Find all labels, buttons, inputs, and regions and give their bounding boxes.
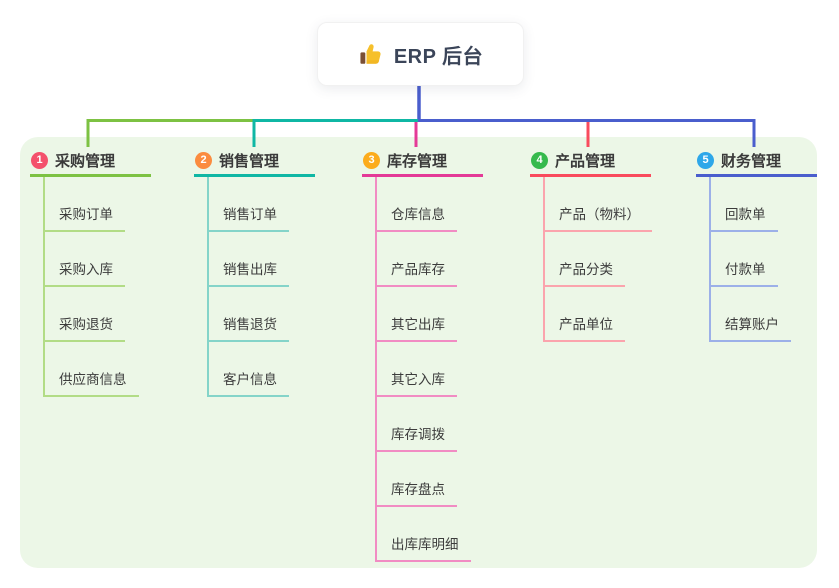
child-node[interactable]: 采购入库 bbox=[45, 258, 125, 287]
child-row: 采购入库 bbox=[45, 232, 151, 287]
child-node[interactable]: 销售退货 bbox=[209, 313, 289, 342]
branch-number-badge: 4 bbox=[531, 151, 548, 169]
child-node[interactable]: 付款单 bbox=[711, 258, 778, 287]
branch-title[interactable]: 4 产品管理 bbox=[530, 146, 651, 177]
branch-3: 3 库存管理仓库信息产品库存其它出库其它入库库存调拨库存盘点出库库明细 bbox=[362, 146, 483, 562]
child-row: 出库库明细 bbox=[377, 507, 483, 562]
branch-label: 产品管理 bbox=[555, 152, 616, 170]
child-row: 销售退货 bbox=[209, 287, 315, 342]
child-node[interactable]: 客户信息 bbox=[209, 368, 289, 397]
child-node[interactable]: 供应商信息 bbox=[45, 368, 139, 397]
child-row: 产品单位 bbox=[545, 287, 651, 342]
child-node[interactable]: 结算账户 bbox=[711, 313, 791, 342]
branch-children: 仓库信息产品库存其它出库其它入库库存调拨库存盘点出库库明细 bbox=[375, 177, 483, 562]
child-node[interactable]: 库存调拨 bbox=[377, 423, 457, 452]
branch-number-badge: 5 bbox=[697, 151, 714, 169]
child-node[interactable]: 产品库存 bbox=[377, 258, 457, 287]
child-row: 其它入库 bbox=[377, 342, 483, 397]
branch-title[interactable]: 2 销售管理 bbox=[194, 146, 315, 177]
child-node[interactable]: 销售订单 bbox=[209, 203, 289, 232]
child-row: 回款单 bbox=[711, 177, 817, 232]
branch-label: 财务管理 bbox=[721, 152, 782, 170]
branches-panel bbox=[20, 137, 817, 568]
root-title: ERP 后台 bbox=[393, 45, 484, 68]
child-node[interactable]: 出库库明细 bbox=[377, 533, 471, 562]
branch-children: 销售订单销售出库销售退货客户信息 bbox=[207, 177, 315, 397]
branch-title[interactable]: 3 库存管理 bbox=[362, 146, 483, 177]
branch-children: 采购订单采购入库采购退货供应商信息 bbox=[43, 177, 151, 397]
child-row: 供应商信息 bbox=[45, 342, 151, 397]
child-row: 销售出库 bbox=[209, 232, 315, 287]
child-node[interactable]: 产品单位 bbox=[545, 313, 625, 342]
branch-children: 产品（物料） 产品分类产品单位 bbox=[543, 177, 652, 342]
child-row: 产品库存 bbox=[377, 232, 483, 287]
child-row: 结算账户 bbox=[711, 287, 817, 342]
child-row: 客户信息 bbox=[209, 342, 315, 397]
branch-5: 5 财务管理回款单付款单结算账户 bbox=[696, 146, 817, 342]
root-node[interactable]: ERP 后台 bbox=[317, 22, 524, 86]
child-node[interactable]: 产品（物料） bbox=[545, 203, 652, 232]
branch-number-badge: 2 bbox=[195, 151, 212, 169]
child-row: 库存盘点 bbox=[377, 452, 483, 507]
branch-label: 采购管理 bbox=[55, 152, 116, 170]
branch-title[interactable]: 1 采购管理 bbox=[30, 146, 151, 177]
child-row: 产品分类 bbox=[545, 232, 651, 287]
branch-number-badge: 1 bbox=[31, 151, 48, 169]
child-node[interactable]: 采购订单 bbox=[45, 203, 125, 232]
branch-1: 1 采购管理采购订单采购入库采购退货供应商信息 bbox=[30, 146, 151, 397]
child-row: 库存调拨 bbox=[377, 397, 483, 452]
branch-number-badge: 3 bbox=[363, 151, 380, 169]
thumbs-up-icon bbox=[360, 44, 381, 64]
child-node[interactable]: 其它入库 bbox=[377, 368, 457, 397]
branch-title[interactable]: 5 财务管理 bbox=[696, 146, 817, 177]
child-node[interactable]: 采购退货 bbox=[45, 313, 125, 342]
child-node[interactable]: 销售出库 bbox=[209, 258, 289, 287]
child-row: 采购退货 bbox=[45, 287, 151, 342]
child-row: 其它出库 bbox=[377, 287, 483, 342]
child-row: 仓库信息 bbox=[377, 177, 483, 232]
child-row: 采购订单 bbox=[45, 177, 151, 232]
child-node[interactable]: 产品分类 bbox=[545, 258, 625, 287]
branch-2: 2 销售管理销售订单销售出库销售退货客户信息 bbox=[194, 146, 315, 397]
child-row: 产品（物料） bbox=[545, 177, 652, 232]
child-row: 付款单 bbox=[711, 232, 817, 287]
branch-label: 销售管理 bbox=[219, 152, 280, 170]
child-row: 销售订单 bbox=[209, 177, 315, 232]
child-node[interactable]: 回款单 bbox=[711, 203, 778, 232]
branch-label: 库存管理 bbox=[387, 152, 448, 170]
child-node[interactable]: 仓库信息 bbox=[377, 203, 457, 232]
child-node[interactable]: 其它出库 bbox=[377, 313, 457, 342]
branch-4: 4 产品管理产品（物料） 产品分类产品单位 bbox=[530, 146, 652, 342]
branch-children: 回款单付款单结算账户 bbox=[709, 177, 817, 342]
child-node[interactable]: 库存盘点 bbox=[377, 478, 457, 507]
